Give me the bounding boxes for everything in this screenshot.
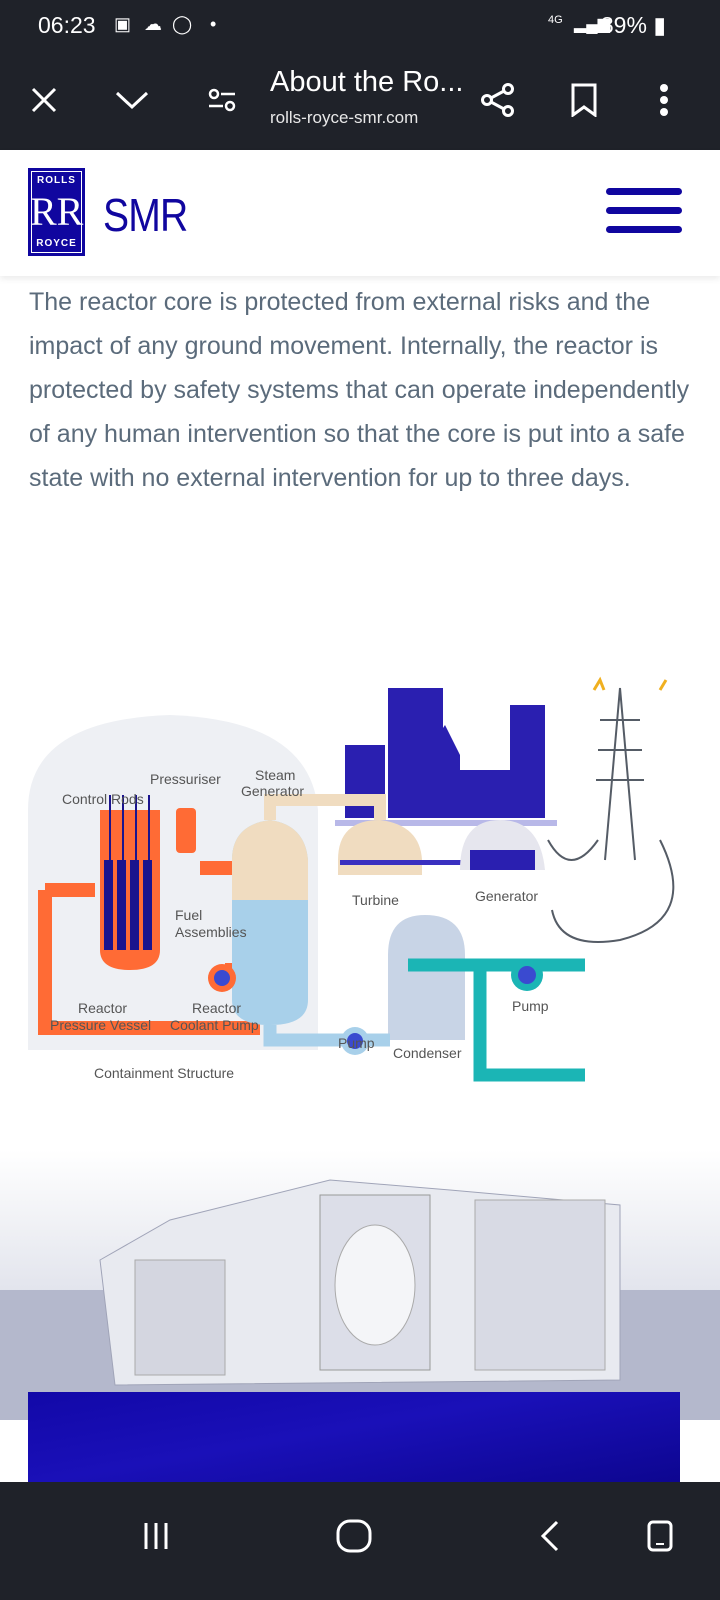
home-icon — [336, 1519, 372, 1553]
back-button[interactable] — [520, 1506, 580, 1566]
chevron-down-icon — [115, 91, 149, 110]
back-icon — [540, 1520, 559, 1552]
hero-banner — [28, 1392, 680, 1482]
keyboard-toggle-button[interactable] — [630, 1506, 690, 1566]
logo-top-text: ROLLS — [37, 175, 76, 186]
label-condenser: Condenser — [393, 1045, 462, 1061]
signal-icon: ▂▄▆ — [574, 16, 610, 33]
clock: 06:23 — [38, 12, 96, 38]
logo-bottom-text: ROYCE — [36, 238, 77, 249]
dot-icon: • — [210, 14, 217, 34]
label-rcp-1: Reactor — [192, 1000, 241, 1016]
lightning-icon — [592, 676, 668, 691]
site-header: ROLLS RR ROYCE SMR — [0, 150, 720, 276]
bookmark-icon — [571, 83, 597, 117]
logo-monogram: RR — [30, 189, 84, 234]
settings-sliders-icon — [208, 88, 236, 112]
whatsapp-icon: ◯ — [172, 14, 193, 34]
phone-rotate-icon — [647, 1520, 673, 1552]
site-settings-button[interactable] — [200, 78, 244, 122]
battery-level: 89% ▮ — [601, 12, 666, 39]
label-pump-2: Pump — [512, 998, 549, 1014]
steam-line — [264, 794, 386, 820]
control-rods — [109, 795, 150, 890]
menu-bar — [606, 188, 682, 195]
label-rpv-1: Reactor — [78, 1000, 127, 1016]
battery-icon: ▮ — [653, 12, 666, 38]
more-vertical-icon — [660, 84, 668, 116]
minimize-button[interactable] — [110, 78, 154, 122]
recent-apps-icon — [144, 1523, 168, 1549]
status-bar: 06:23 ▣ ☁ ◯ • 4G ▂▄▆ 89% ▮ — [0, 0, 720, 50]
browser-toolbar: About the Ro... rolls-royce-smr.com — [0, 50, 720, 150]
page-url[interactable]: rolls-royce-smr.com — [270, 108, 419, 127]
page-title[interactable]: About the Ro... — [270, 66, 464, 98]
condenser — [388, 915, 465, 1040]
power-pylon — [547, 687, 675, 943]
menu-bar — [606, 207, 682, 214]
rolls-royce-logo[interactable]: ROLLS RR ROYCE — [28, 168, 85, 256]
bookmark-button[interactable] — [562, 78, 606, 122]
menu-bar — [606, 226, 682, 233]
label-steam-generator-2: Generator — [241, 783, 304, 799]
label-fuel-2: Assemblies — [175, 924, 247, 940]
battery-text: 89% — [600, 12, 647, 38]
label-control-rods: Control Rods — [62, 791, 144, 807]
label-pump-1: Pump — [338, 1035, 375, 1051]
close-icon — [31, 87, 57, 113]
smr-plant-cutaway-image — [0, 1150, 720, 1420]
label-containment: Containment Structure — [94, 1065, 234, 1081]
network-label: 4G — [548, 14, 563, 26]
label-steam-generator-1: Steam — [255, 767, 295, 783]
system-navigation-bar — [0, 1482, 720, 1600]
turbine-housing — [338, 820, 422, 875]
label-fuel-1: Fuel — [175, 907, 202, 923]
cloud-icon: ☁ — [144, 14, 162, 34]
article-paragraph: The reactor core is protected from exter… — [29, 288, 690, 492]
home-button[interactable] — [324, 1506, 384, 1566]
label-pressuriser: Pressuriser — [150, 771, 221, 787]
gallery-icon: ▣ — [114, 14, 132, 34]
share-icon — [481, 83, 514, 117]
label-rpv-2: Pressure Vessel — [50, 1017, 151, 1033]
more-options-button[interactable] — [642, 78, 686, 122]
share-button[interactable] — [476, 78, 520, 122]
smr-process-diagram: Pressuriser Steam Generator Control Rods… — [28, 676, 675, 1082]
hamburger-menu-button[interactable] — [606, 188, 682, 238]
brand-name[interactable]: SMR — [103, 189, 188, 241]
turbine-shaft — [340, 860, 540, 865]
label-turbine: Turbine — [352, 892, 399, 908]
pressuriser — [176, 808, 196, 853]
label-rcp-2: Coolant Pump — [170, 1017, 259, 1033]
close-button[interactable] — [22, 78, 66, 122]
recent-apps-button[interactable] — [126, 1506, 186, 1566]
label-generator: Generator — [475, 888, 538, 904]
fuel-assemblies — [104, 860, 152, 950]
